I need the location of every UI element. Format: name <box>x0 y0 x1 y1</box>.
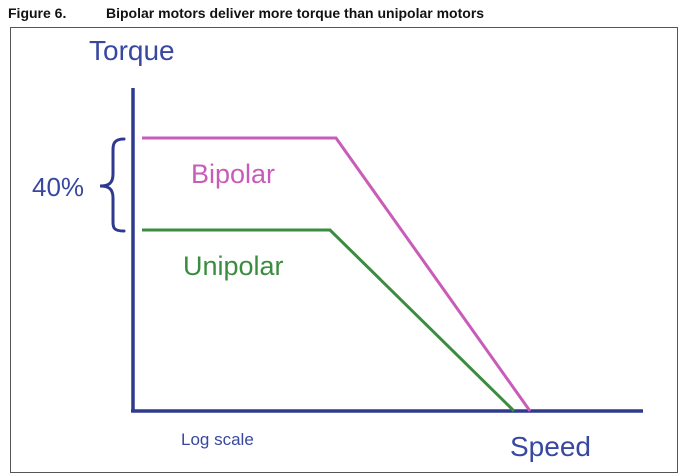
figure-caption: Bipolar motors deliver more torque than … <box>106 5 485 21</box>
difference-brace <box>99 137 126 233</box>
bipolar-label: Bipolar <box>191 159 275 189</box>
bipolar-curve <box>142 136 532 412</box>
unipolar-curve <box>142 228 516 413</box>
scale-note: Log scale <box>181 430 254 449</box>
figure-header: Figure 6. Bipolar motors deliver more to… <box>8 4 484 22</box>
y-axis-label: Torque <box>89 35 175 66</box>
figure-frame <box>10 27 678 473</box>
x-axis-label: Speed <box>510 431 591 462</box>
figure-number: Figure 6. <box>8 5 67 21</box>
unipolar-label: Unipolar <box>183 251 284 281</box>
difference-label: 40% <box>32 172 84 202</box>
